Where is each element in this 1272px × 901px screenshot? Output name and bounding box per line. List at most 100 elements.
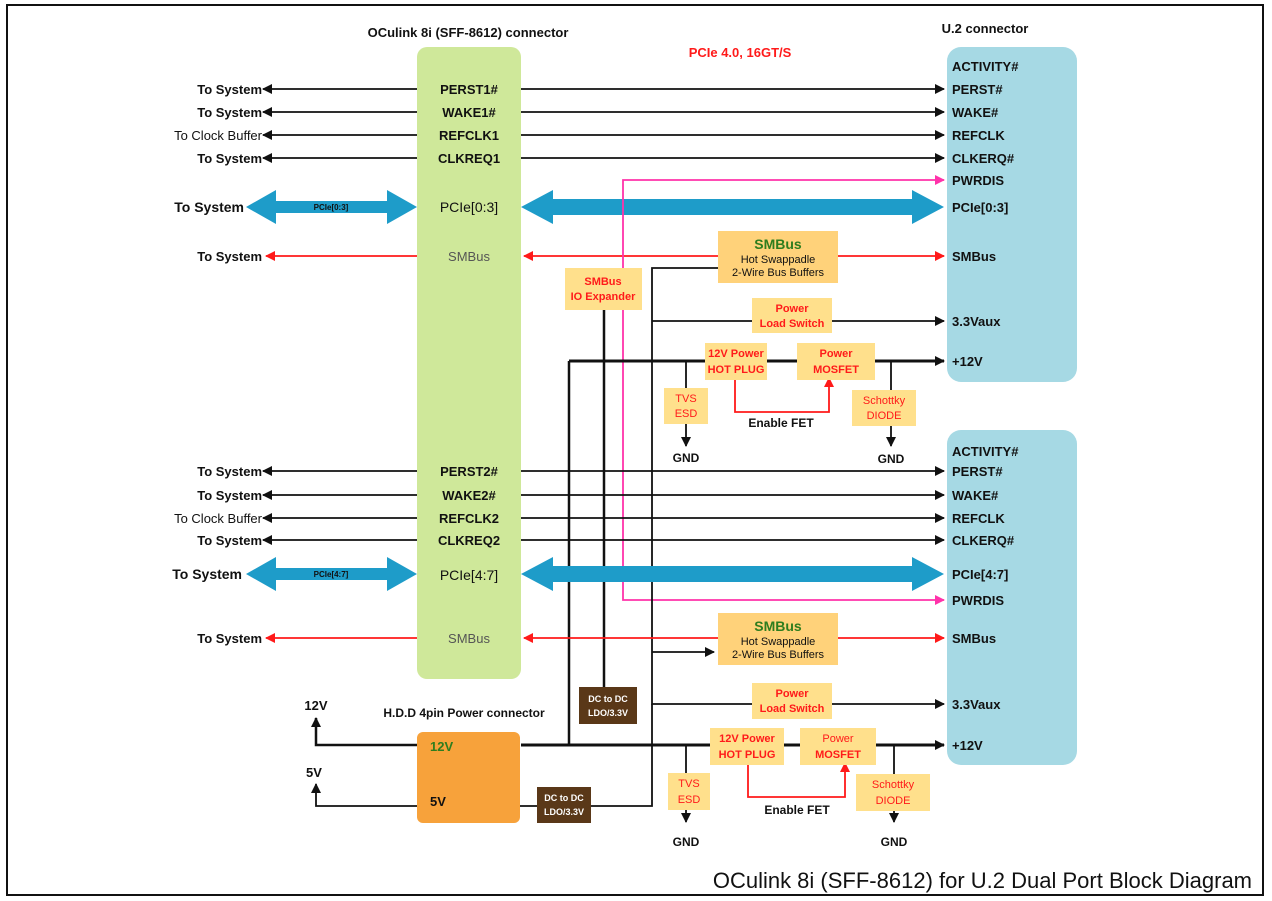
smbus-buffer-1-title: SMBus [754, 236, 802, 252]
gnd-1a: GND [673, 451, 700, 465]
left-label-to-system: To System [174, 199, 244, 215]
signal-refclk2: REFCLK2 [439, 511, 499, 526]
schottky-1-line2: DIODE [867, 410, 902, 422]
dcdc-ldo-2 [537, 787, 591, 823]
hot-plug-1-line2: HOT PLUG [708, 364, 765, 376]
pcie-bus-left-1-label: PCIe[0:3] [314, 203, 349, 212]
dcdc-2-line1: DC to DC [544, 793, 584, 803]
mosfet-2-line2: MOSFET [815, 749, 861, 761]
left-label-to-system: To System [197, 249, 262, 264]
io-expander-line1: SMBus [584, 276, 621, 288]
schottky-2-line2: DIODE [876, 795, 911, 807]
enable-fet-2: Enable FET [764, 803, 830, 817]
diagram-title: OCulink 8i (SFF-8612) for U.2 Dual Port … [713, 868, 1252, 893]
pcie-speed-label: PCIe 4.0, 16GT/S [689, 45, 792, 60]
smbus-buffer-1-line1: Hot Swappadle [741, 254, 816, 266]
mosfet-2 [800, 728, 876, 765]
pcie-bus-left-2 [246, 557, 417, 591]
load-switch-1 [752, 298, 832, 333]
gnd-2a: GND [673, 835, 700, 849]
u2-1-signal-8: 3.3Vaux [952, 314, 1001, 329]
u2-1-signal-4: CLKERQ# [952, 151, 1015, 166]
signal-perst2: PERST2# [440, 464, 499, 479]
u2-2-signal-6: PWRDIS [952, 593, 1004, 608]
load-switch-2-line1: Power [775, 688, 809, 700]
u2-1-signal-3: REFCLK [952, 128, 1005, 143]
u2-1-signal-2: WAKE# [952, 105, 999, 120]
schottky-1-line1: Schottky [863, 395, 906, 407]
pcie-bus-left-2-label: PCIe[4:7] [314, 570, 349, 579]
gnd-2b: GND [881, 835, 908, 849]
smbus-buffer-1-line2: 2-Wire Bus Buffers [732, 267, 825, 279]
u2-1-signal-0: ACTIVITY# [952, 59, 1019, 74]
u2-2-signal-5: PCIe[4:7] [952, 567, 1008, 582]
rail-12v-label: 12V [304, 698, 327, 713]
u2-2-signal-2: WAKE# [952, 488, 999, 503]
hot-plug-1 [705, 343, 767, 380]
signal-wake2: WAKE2# [442, 488, 496, 503]
mosfet-1 [797, 343, 875, 380]
signal-smbus-2: SMBus [448, 631, 490, 646]
load-switch-2-line2: Load Switch [760, 703, 825, 715]
u2-1-signal-1: PERST# [952, 82, 1003, 97]
left-label-to-system: To System [197, 82, 262, 97]
left-label-to-clock-buffer: To Clock Buffer [174, 511, 263, 526]
left-label-to-clock-buffer: To Clock Buffer [174, 128, 263, 143]
u2-2-signal-8: 3.3Vaux [952, 697, 1001, 712]
dcdc-1-line2: LDO/3.3V [588, 708, 628, 718]
u2-1-signal-9: +12V [952, 354, 983, 369]
signal-clkreq1: CLKREQ1 [438, 151, 500, 166]
u2-2-signal-3: REFCLK [952, 511, 1005, 526]
left-label-to-system: To System [197, 488, 262, 503]
hot-plug-2-line1: 12V Power [719, 733, 775, 745]
schottky-diode-2 [856, 774, 930, 811]
io-expander-line2: IO Expander [571, 291, 637, 303]
signal-clkreq2: CLKREQ2 [438, 533, 500, 548]
hot-plug-2 [710, 728, 784, 765]
u2-1-signal-7: SMBus [952, 249, 996, 264]
u2-header: U.2 connector [942, 21, 1029, 36]
u2-2-signal-1: PERST# [952, 464, 1003, 479]
hdd-12v-label: 12V [430, 739, 453, 754]
u2-connector-2 [947, 430, 1077, 765]
left-label-to-system: To System [172, 566, 242, 582]
oculink-header: OCulink 8i (SFF-8612) connector [368, 25, 569, 40]
load-switch-1-line2: Load Switch [760, 318, 825, 330]
mosfet-2-line1: Power [822, 733, 854, 745]
hdd-connector-title: H.D.D 4pin Power connector [383, 706, 545, 720]
signal-perst1: PERST1# [440, 82, 499, 97]
signal-refclk1: REFCLK1 [439, 128, 499, 143]
oculink-connector [417, 47, 521, 679]
hot-plug-1-line1: 12V Power [708, 348, 764, 360]
tvs-esd-1 [664, 388, 708, 424]
left-label-to-system: To System [197, 105, 262, 120]
left-label-to-system: To System [197, 631, 262, 646]
tvs-1-line2: ESD [675, 408, 698, 420]
mosfet-1-line1: Power [819, 348, 853, 360]
rail-5v-label: 5V [306, 765, 322, 780]
smbus-buffer-2-line2: 2-Wire Bus Buffers [732, 649, 825, 661]
signal-smbus-1: SMBus [448, 249, 490, 264]
dcdc-2-line2: LDO/3.3V [544, 807, 584, 817]
u2-1-signal-6: PCIe[0:3] [952, 200, 1008, 215]
signal-pcie-4-7: PCIe[4:7] [440, 567, 498, 583]
diagram-frame [6, 4, 1264, 896]
smbus-buffer-2 [718, 613, 838, 665]
u2-2-signal-7: SMBus [952, 631, 996, 646]
tvs-1-line1: TVS [675, 393, 696, 405]
smbus-io-expander [565, 268, 642, 310]
pcie-bus-left-1 [246, 190, 417, 224]
dcdc-1-line1: DC to DC [588, 694, 628, 704]
gnd-1b: GND [878, 452, 905, 466]
tvs-2-line2: ESD [678, 794, 701, 806]
schottky-2-line1: Schottky [872, 779, 915, 791]
smbus-buffer-1 [718, 231, 838, 283]
smbus-buffer-2-line1: Hot Swappadle [741, 636, 816, 648]
left-label-to-system: To System [197, 151, 262, 166]
u2-connector-1 [947, 47, 1077, 382]
left-label-to-system: To System [197, 464, 262, 479]
enable-fet-1: Enable FET [748, 416, 814, 430]
load-switch-1-line1: Power [775, 303, 809, 315]
tvs-2-line1: TVS [678, 778, 699, 790]
